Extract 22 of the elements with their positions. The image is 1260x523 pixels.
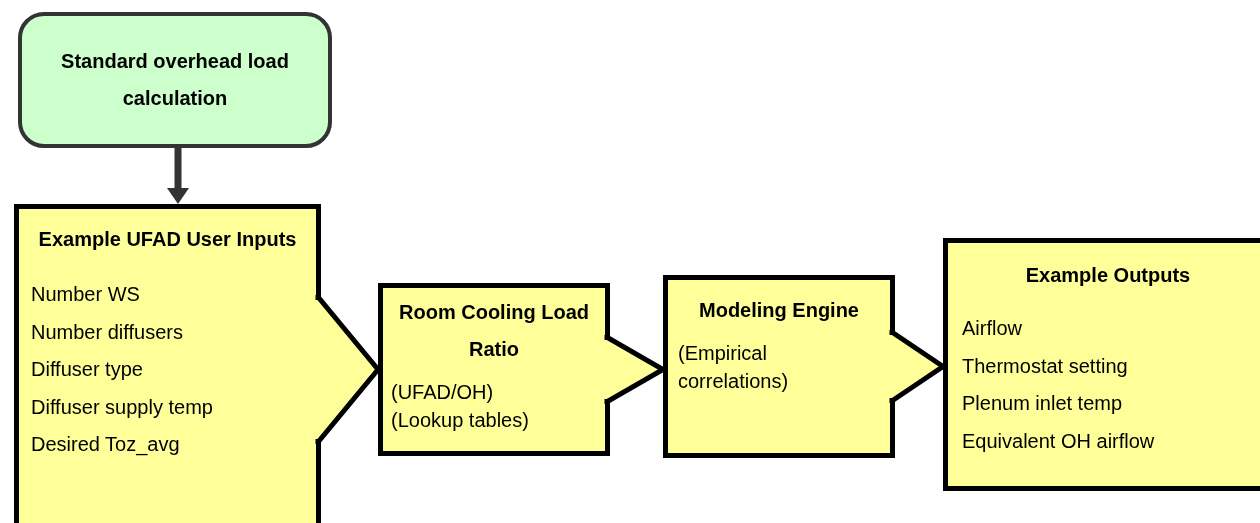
process-box [14,204,321,523]
box-text: Diffuser type [31,357,144,382]
process-box [943,238,1260,491]
box-text: Thermostat setting [962,353,1129,379]
start-box [18,12,332,148]
box-text: (UFAD/OH) [391,380,495,405]
box-text: (Empirical correlations) [678,341,790,394]
box-text: Airflow [962,316,1023,341]
box-title: Room Cooling Load Ratio [398,300,590,362]
box-text: Equivalent OH airflow [962,428,1156,454]
box-text: Plenum inlet temp [962,391,1124,416]
box-text: Diffuser supply temp [31,394,214,420]
process-box [663,275,895,458]
box-text: Number diffusers [31,319,184,345]
box-title: Example UFAD User Inputs [37,227,298,252]
box-title: Standard overhead load calculation [60,49,290,111]
arrow [167,148,189,204]
box-text: Number WS [31,282,141,307]
box-text: Desired Toz_avg [31,432,181,458]
box-title: Modeling Engine [698,298,860,323]
box-text: (Lookup tables) [391,408,530,433]
box-title: Example Outputs [1024,263,1192,288]
